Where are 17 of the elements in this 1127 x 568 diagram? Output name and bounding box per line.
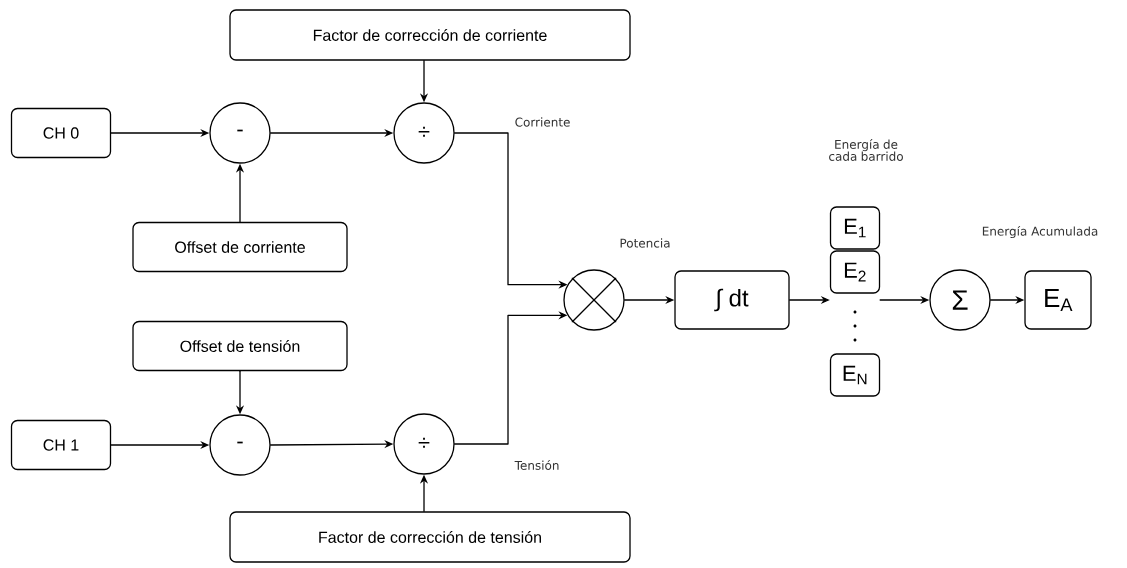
process-box: ∫ dt [674,270,790,330]
process-box: E$_{N}$ [829,353,881,397]
process-box: CH 0 [10,107,112,159]
multiplier-circle [563,269,625,331]
signal-label: Corriente [515,117,570,127]
process-box: Factor de corrección de tensión [229,511,631,563]
process-box: Offset de tensión [132,320,348,372]
signal-label: Tensión [514,460,559,470]
process-box: CH 1 [10,419,112,471]
process-box: E$_{2}$ [829,250,881,294]
signal-label: Energía de cada barrido [829,139,903,161]
process-box: Factor de corrección de corriente [229,9,631,61]
signal-label: Energía Acumulada [982,225,1098,239]
signal-label: Potencia [620,238,670,248]
process-box: E$_{A}$ [1024,270,1092,330]
process-box: Offset de corriente [132,221,348,273]
process-box: E$_{1}$ [829,206,881,250]
